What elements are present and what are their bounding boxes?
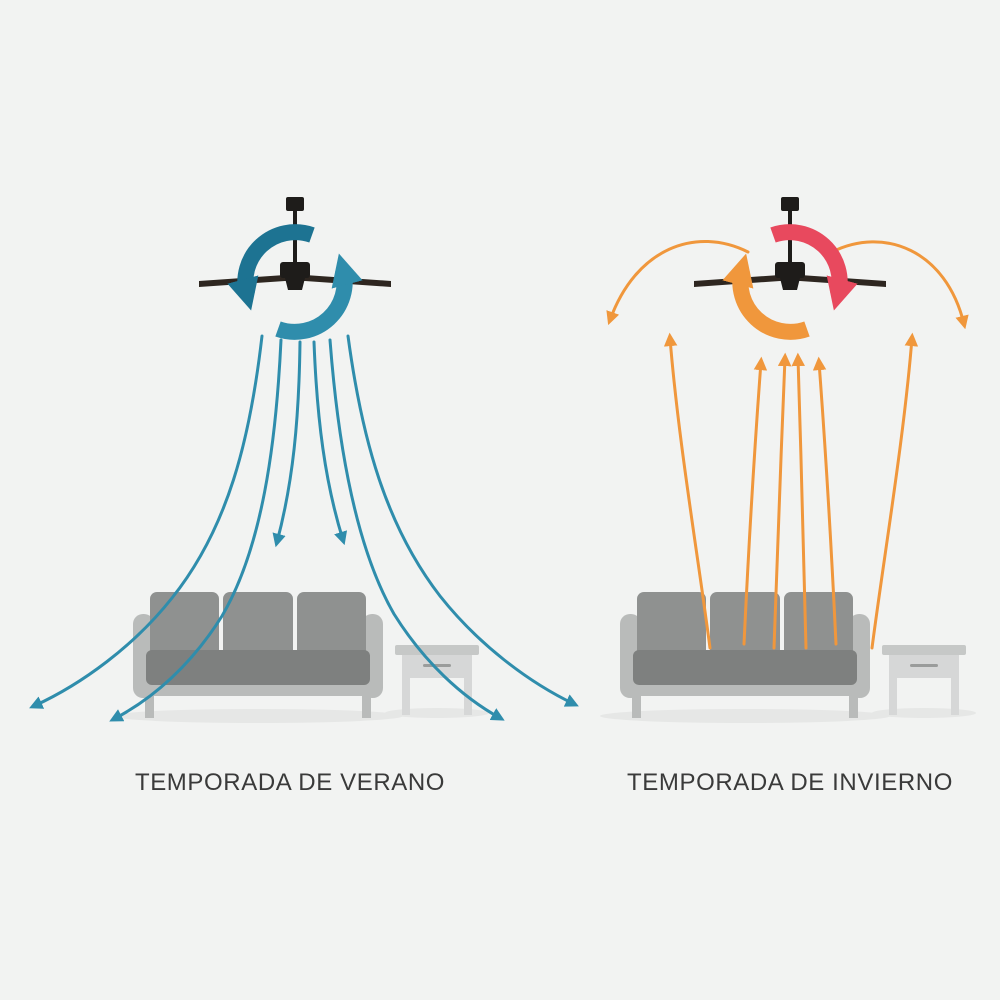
airflow-arrow-up [663, 332, 712, 650]
summer-season-label: TEMPORADA DE VERANO [134, 769, 446, 796]
winter-rotation-ring [722, 224, 858, 340]
airflow-arrow-up [812, 356, 838, 646]
rotation-arrow-cw [770, 224, 858, 311]
summer-rotation-ring [227, 224, 363, 340]
sofa-and-side-table [600, 592, 976, 723]
airflow-arrow-outward [830, 240, 969, 330]
summer-panel [29, 197, 579, 723]
airflow-arrow-down [346, 334, 579, 707]
airflow-arrow-up [870, 332, 919, 650]
airflow-arrow-down [29, 334, 264, 709]
winter-airflow-arrows [606, 239, 969, 650]
airflow-arrow-up [772, 352, 792, 650]
airflow-arrow-down [272, 340, 302, 548]
airflow-arrow-down [109, 338, 283, 722]
airflow-arrow-up [742, 356, 768, 646]
airflow-arrow-down [312, 340, 348, 546]
rotation-arrow-ccw [227, 224, 315, 311]
ceiling-fan-icon [199, 197, 391, 290]
rotation-arrow-ccw [275, 253, 363, 340]
rotation-arrow-cw [722, 253, 810, 340]
winter-panel [600, 197, 976, 723]
winter-season-label: TEMPORADA DE INVIERNO [627, 769, 953, 796]
sofa-and-side-table [113, 592, 489, 723]
airflow-arrow-down [328, 338, 505, 721]
airflow-arrow-up [791, 352, 808, 650]
summer-airflow-arrows [29, 334, 579, 722]
airflow-arrow-outward [606, 239, 750, 326]
